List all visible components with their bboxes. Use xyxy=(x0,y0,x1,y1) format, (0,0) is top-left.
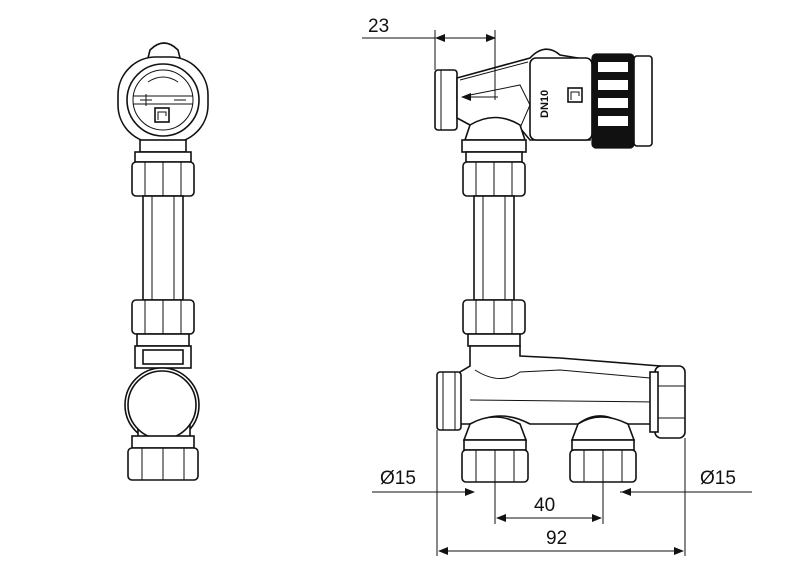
dimension-92: 92 xyxy=(436,430,686,556)
black-cap xyxy=(591,53,653,149)
dimension-diameter-right: Ø15 xyxy=(620,468,752,496)
upper-nut-front xyxy=(462,151,526,197)
dimension-92-label: 92 xyxy=(546,528,567,549)
distributor-side xyxy=(124,345,200,481)
pipe-front xyxy=(473,195,515,301)
dimension-diameter-left-label: Ø15 xyxy=(380,468,416,489)
dimension-40: 40 xyxy=(494,482,604,524)
dimension-40-label: 40 xyxy=(534,495,555,516)
dimension-23: 23 xyxy=(362,16,496,100)
front-view: DN10 xyxy=(434,48,686,483)
dimension-diameter-left: Ø15 xyxy=(372,468,475,496)
upper-nut-side xyxy=(131,151,195,197)
pipe-side xyxy=(142,195,184,301)
lower-nut-front xyxy=(462,299,526,347)
dimension-23-label: 23 xyxy=(368,16,389,37)
valve-head-side xyxy=(117,42,209,153)
dimension-diameter-right-label: Ø15 xyxy=(700,468,736,489)
valve-collar: DN10 xyxy=(529,57,593,141)
valve-marking: DN10 xyxy=(539,90,551,118)
distributor-front xyxy=(436,345,686,483)
side-view xyxy=(117,42,209,481)
lower-nut-side xyxy=(131,299,195,347)
